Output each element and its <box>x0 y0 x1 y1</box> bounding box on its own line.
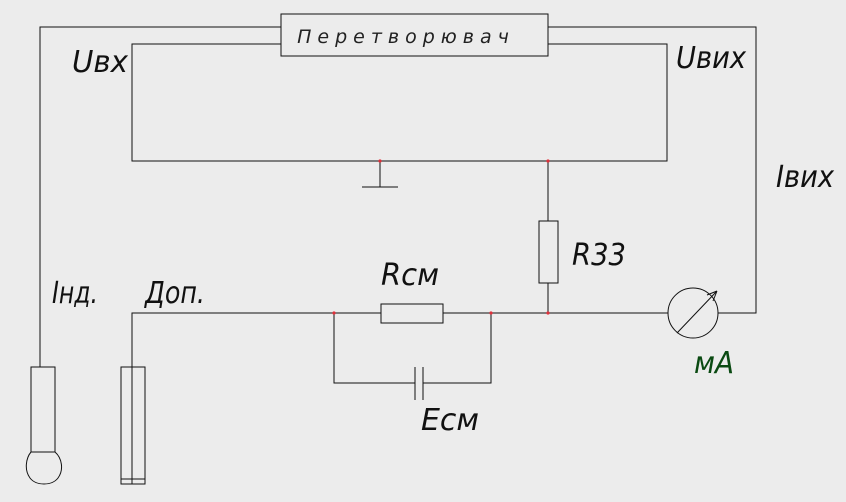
label-ecm: Eсм <box>421 403 479 438</box>
resistor-r33 <box>538 220 559 284</box>
label-rcm: Rсм <box>381 258 439 293</box>
label-i-out: Iвих <box>776 160 834 195</box>
label-probe-ind: Інд. <box>52 276 98 311</box>
milliammeter <box>667 287 719 339</box>
wire-input-outer <box>39 26 281 367</box>
converter-title: Перетворювач <box>297 26 515 48</box>
node-cap-right <box>489 311 493 315</box>
node-fb-top <box>546 159 550 163</box>
meter-arrow <box>676 290 718 334</box>
label-r33: R33 <box>572 238 626 273</box>
node-ground <box>378 159 382 163</box>
wire-output-outer <box>548 26 757 314</box>
converter-block <box>280 13 549 57</box>
wire-input-inner <box>131 43 668 162</box>
node-cap-left <box>332 311 336 315</box>
label-u-in: Uвх <box>72 45 128 80</box>
probe-indicator <box>25 366 63 485</box>
wire-bottom-main <box>131 312 668 484</box>
label-u-out: Uвих <box>676 41 746 76</box>
ground-symbol <box>362 161 398 188</box>
resistor-rcm <box>380 303 444 324</box>
label-probe-aux: Доп. <box>143 276 205 311</box>
label-meter: мА <box>694 346 734 381</box>
node-fb-bottom <box>546 311 550 315</box>
wire-cap-branch <box>333 313 492 384</box>
probe-auxiliary <box>120 366 146 485</box>
